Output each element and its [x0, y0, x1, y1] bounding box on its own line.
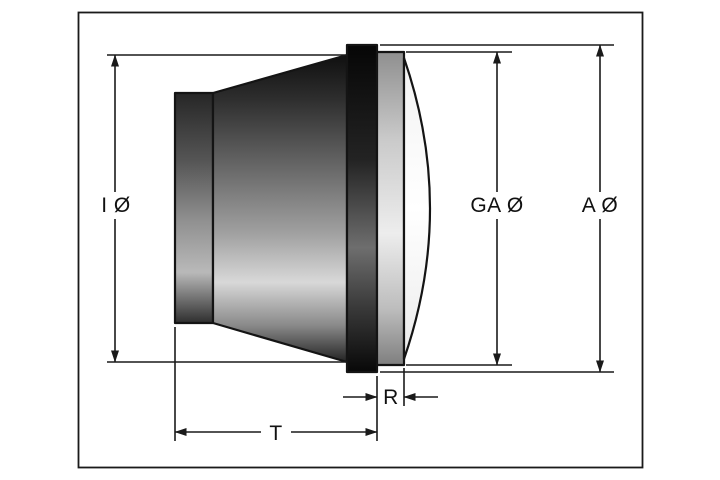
label-background	[467, 192, 527, 219]
inner-diameter-label: I Ø	[101, 194, 131, 217]
lamp-neck	[173, 91, 215, 325]
ring-width-label: R	[383, 386, 399, 409]
headlamp-drawing	[173, 43, 432, 374]
dimension-ring-width	[343, 368, 438, 406]
label-background	[381, 385, 401, 409]
lamp-lens	[402, 56, 432, 361]
lamp-cone-body	[211, 53, 349, 364]
label-background	[95, 192, 137, 219]
lamp-lens-ring	[375, 50, 406, 367]
lamp-rim	[345, 43, 379, 374]
depth-label: T	[269, 422, 282, 445]
glass-diameter-label: GA Ø	[470, 194, 523, 217]
outer-diameter-label: A Ø	[582, 194, 619, 217]
label-background	[577, 192, 624, 219]
label-background	[261, 419, 291, 445]
